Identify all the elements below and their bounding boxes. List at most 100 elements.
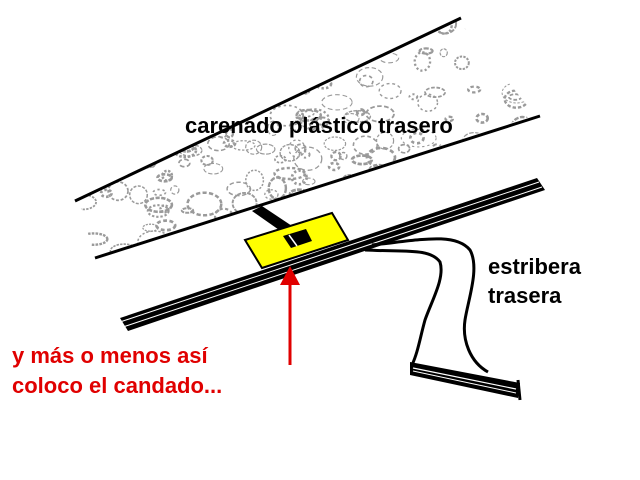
texture-scribble bbox=[432, 150, 466, 171]
texture-scribble bbox=[423, 174, 443, 185]
texture-scribble bbox=[478, 162, 492, 170]
texture-scribble bbox=[203, 162, 224, 175]
texture-scribble bbox=[182, 242, 199, 254]
texture-scribble bbox=[444, 115, 455, 123]
texture-scribble bbox=[96, 159, 125, 174]
texture-scribble bbox=[101, 29, 119, 39]
texture-scribble bbox=[397, 143, 411, 154]
texture-scribble bbox=[141, 51, 168, 73]
texture-scribble bbox=[457, 161, 468, 167]
texture-scribble bbox=[299, 108, 331, 131]
texture-scribble bbox=[245, 139, 263, 155]
texture-scribble bbox=[517, 52, 534, 63]
texture-scribble bbox=[467, 222, 493, 242]
texture-scribble bbox=[152, 188, 167, 197]
texture-scribble bbox=[408, 93, 419, 101]
texture-scribble bbox=[400, 177, 414, 187]
texture-scribble bbox=[321, 94, 353, 111]
texture-scribble bbox=[355, 66, 384, 87]
texture-scribble bbox=[501, 32, 512, 38]
texture-scribble bbox=[216, 84, 246, 112]
texture-scribble bbox=[207, 136, 230, 152]
texture-scribble bbox=[112, 29, 132, 47]
texture-scribble bbox=[522, 85, 532, 92]
texture-scribble bbox=[200, 97, 214, 112]
texture-scribble bbox=[303, 48, 325, 62]
texture-scribble bbox=[121, 131, 138, 147]
texture-scribble bbox=[131, 100, 154, 124]
texture-scribble bbox=[106, 55, 119, 63]
texture-scribble bbox=[371, 36, 387, 47]
texture-scribble bbox=[294, 20, 310, 28]
texture-scribble bbox=[450, 177, 477, 193]
footpeg-bracket bbox=[364, 237, 489, 374]
texture-scribble bbox=[501, 20, 518, 28]
texture-scribble bbox=[126, 127, 148, 147]
texture-scribble bbox=[112, 51, 123, 58]
texture-scribble bbox=[198, 245, 207, 253]
texture-scribble bbox=[92, 97, 115, 112]
texture-scribble bbox=[404, 193, 416, 204]
texture-scribble bbox=[113, 63, 136, 79]
texture-scribble bbox=[313, 192, 338, 212]
texture-scribble bbox=[417, 93, 439, 112]
texture-scribble bbox=[293, 146, 323, 171]
texture-scribble bbox=[306, 203, 322, 213]
texture-scribble bbox=[360, 50, 370, 58]
texture-scribble bbox=[299, 191, 326, 213]
fairing-label: carenado plástico trasero bbox=[185, 113, 453, 138]
texture-scribble bbox=[95, 74, 117, 90]
texture-scribble bbox=[200, 154, 214, 167]
texture-scribble bbox=[327, 161, 341, 172]
texture-scribble bbox=[294, 75, 312, 86]
texture-scribble bbox=[269, 104, 305, 127]
texture-scribble bbox=[126, 20, 157, 33]
texture-scribble bbox=[355, 108, 366, 117]
texture-scribble bbox=[516, 218, 527, 228]
texture-scribble bbox=[481, 20, 497, 34]
texture-scribble bbox=[222, 138, 237, 149]
texture-scribble bbox=[264, 70, 281, 87]
texture-scribble bbox=[150, 249, 167, 258]
texture-scribble bbox=[157, 20, 168, 24]
rail-bar bbox=[119, 178, 545, 331]
texture-scribble bbox=[478, 20, 498, 42]
texture-scribble bbox=[313, 70, 327, 77]
texture-scribble bbox=[520, 222, 531, 228]
texture-scribble bbox=[402, 169, 417, 178]
texture-scribble bbox=[252, 97, 268, 110]
texture-scribble bbox=[471, 211, 492, 224]
texture-scribble bbox=[144, 196, 174, 214]
texture-scribble bbox=[330, 150, 342, 162]
texture-scribble bbox=[302, 177, 316, 186]
texture-scribble bbox=[294, 143, 307, 154]
texture-scribble bbox=[80, 86, 98, 103]
texture-scribble bbox=[375, 22, 399, 36]
texture-scribble bbox=[400, 128, 437, 148]
texture-scribble bbox=[210, 66, 222, 73]
texture-scribble bbox=[378, 82, 402, 100]
texture-scribble bbox=[142, 223, 159, 232]
texture-scribble bbox=[290, 169, 308, 186]
texture-scribble bbox=[284, 51, 302, 64]
texture-scribble bbox=[418, 47, 434, 55]
texture-scribble bbox=[234, 100, 249, 108]
texture-scribble bbox=[99, 188, 113, 199]
texture-scribble bbox=[211, 256, 220, 258]
rear-footpeg bbox=[410, 362, 522, 401]
texture-scribble bbox=[264, 44, 280, 55]
texture-scribble bbox=[81, 128, 104, 143]
texture-scribble bbox=[463, 181, 478, 193]
texture-scribble bbox=[260, 40, 285, 56]
texture-scribble bbox=[245, 36, 264, 47]
texture-scribble bbox=[370, 245, 386, 258]
texture-scribble bbox=[138, 20, 175, 33]
texture-scribble bbox=[110, 40, 120, 52]
texture-scribble bbox=[153, 24, 162, 34]
texture-scribble bbox=[84, 63, 105, 84]
bracket bbox=[252, 206, 292, 232]
texture-scribble bbox=[159, 204, 170, 214]
texture-scribble bbox=[160, 89, 171, 97]
texture-scribble bbox=[296, 108, 315, 118]
